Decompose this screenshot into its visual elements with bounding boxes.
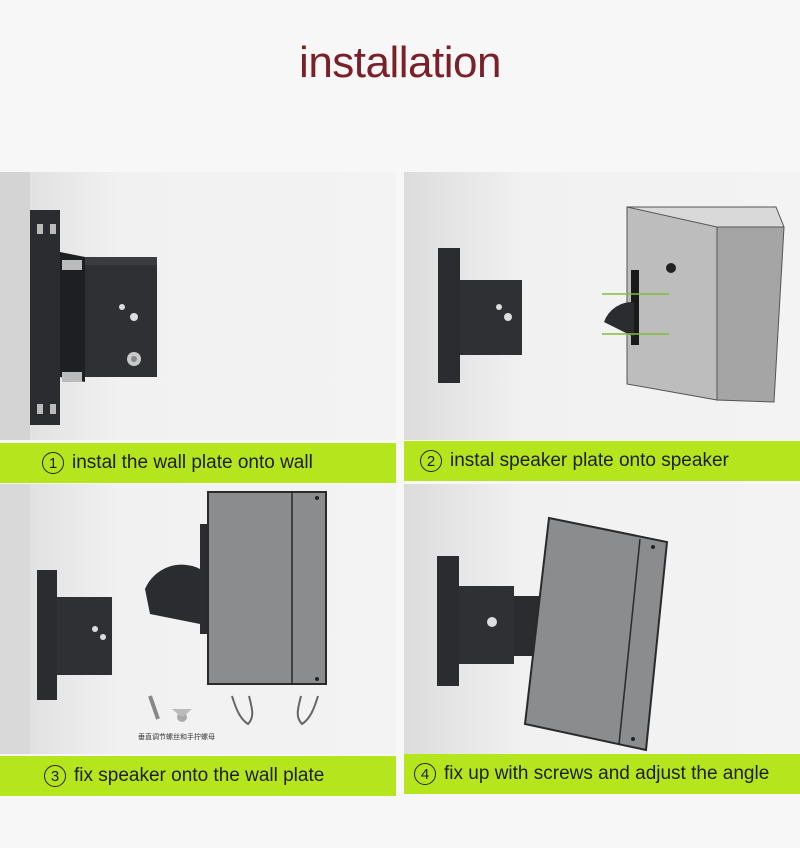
step-number-badge: 4 [414,763,436,785]
step-3-caption: 3 fix speaker onto the wall plate [0,756,396,796]
angle-plate-illustration [0,484,327,754]
speaker-box-illustration [438,206,785,403]
wing-nut-icon [172,709,192,722]
page-title: installation [299,38,501,87]
parts-note: 垂直调节螺丝和手拧螺母 [138,733,215,741]
wall-bracket-illustration [437,516,669,752]
wall-bracket-illustration [0,172,157,440]
screw-icon [148,695,160,720]
step-2-text: instal speaker plate onto speaker [450,450,729,471]
step-number-badge: 1 [42,452,64,474]
step-number-badge: 3 [44,765,66,787]
step-4-image [404,484,800,754]
step-2-caption: 2 instal speaker plate onto speaker [404,441,800,481]
step-2-image [404,172,800,440]
step-1-caption: 1 instal the wall plate onto wall [0,443,396,483]
step-4-text: fix up with screws and adjust the angle [444,763,770,784]
step-4-caption: 4 fix up with screws and adjust the angl… [404,754,800,794]
step-1-text: instal the wall plate onto wall [72,452,313,473]
step-number-badge: 2 [420,450,442,472]
step-3-text: fix speaker onto the wall plate [74,765,325,786]
step-1-image [0,172,396,440]
hand-icon [231,695,319,726]
step-3-image: 垂直调节螺丝和手拧螺母 [0,484,396,754]
